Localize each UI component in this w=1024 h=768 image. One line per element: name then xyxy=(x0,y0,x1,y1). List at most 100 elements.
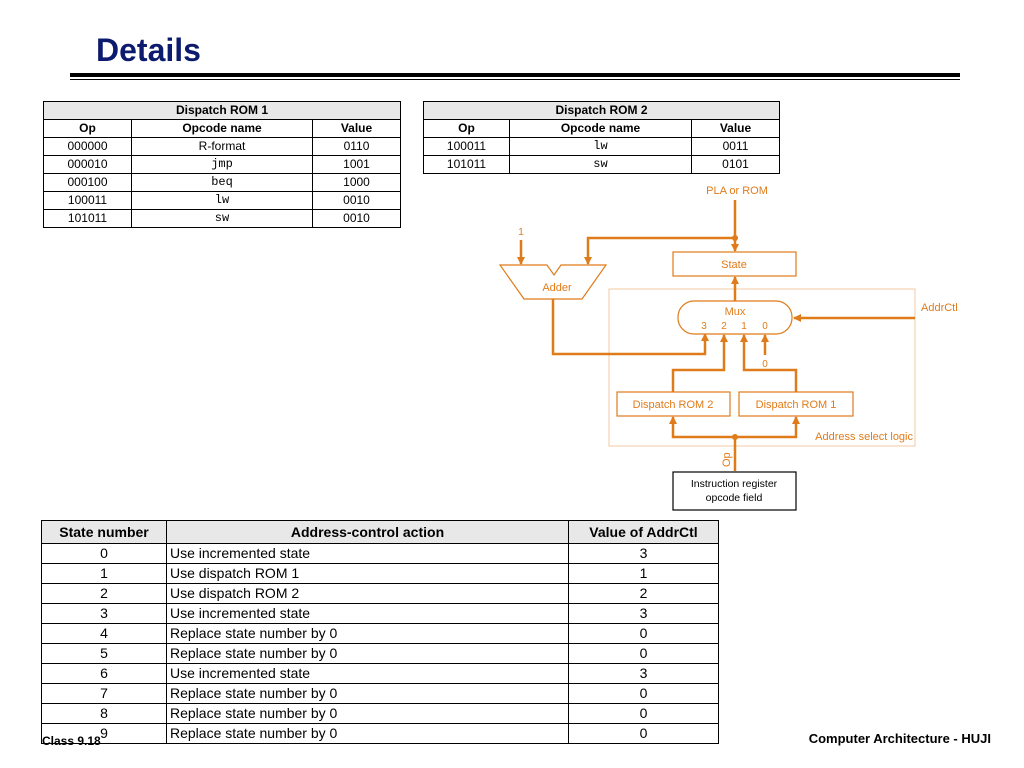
op-label: Op xyxy=(721,452,733,467)
addrctl-value-cell: 0 xyxy=(568,643,719,664)
table-row: 101011 sw 0010 xyxy=(43,209,402,228)
state-number-cell: 0 xyxy=(41,543,167,564)
addrctl-value-cell: 0 xyxy=(568,703,719,724)
pla-rom-label: PLA or ROM xyxy=(706,185,768,197)
dispatch-rom-2-label: Dispatch ROM 2 xyxy=(633,399,714,411)
action-cell: Use dispatch ROM 2 xyxy=(166,583,569,604)
opcode-name-cell: sw xyxy=(131,209,313,228)
ir-label-line2: opcode field xyxy=(706,492,763,504)
page-title: Details xyxy=(96,32,201,68)
slide-number: Class 9.18 xyxy=(42,734,101,748)
column-header: Value xyxy=(690,119,781,138)
addrctl-value-cell: 3 xyxy=(568,663,719,684)
state-number-cell: 9 xyxy=(41,723,167,744)
state-number-cell: 3 xyxy=(41,603,167,624)
address-select-logic-box xyxy=(608,288,916,447)
rom2-to-mux-wire xyxy=(671,334,728,392)
op-to-rom2-wire xyxy=(669,416,735,439)
addrctl-value-cell: 2 xyxy=(568,583,719,604)
addrctl-value-cell: 3 xyxy=(568,543,719,564)
value-cell: 1000 xyxy=(311,173,402,192)
dispatch-rom-1-label: Dispatch ROM 1 xyxy=(756,399,837,411)
state-number-cell: 6 xyxy=(41,663,167,684)
op-cell: 100011 xyxy=(423,137,510,156)
adder-label: Adder xyxy=(542,282,572,294)
mux-input-1: 1 xyxy=(741,321,747,332)
table-row: 101011 sw 0101 xyxy=(423,155,781,174)
title-rule-thin xyxy=(70,79,960,80)
constant-one-label: 1 xyxy=(518,227,524,238)
mux-label: Mux xyxy=(725,306,746,318)
op-cell: 000100 xyxy=(43,173,132,192)
table-row: 000000 R-format 0110 xyxy=(43,137,402,156)
table-caption: Dispatch ROM 2 xyxy=(422,101,781,120)
state-number-cell: 1 xyxy=(41,563,167,584)
value-cell: 1001 xyxy=(311,155,402,174)
op-cell: 000010 xyxy=(43,155,132,174)
addrctl-value-cell: 0 xyxy=(568,683,719,704)
state-label: State xyxy=(721,259,747,271)
value-cell: 0010 xyxy=(311,209,402,228)
opcode-name-cell: R-format xyxy=(131,137,313,156)
ir-label-line1: Instruction register xyxy=(691,478,778,490)
state-number-cell: 2 xyxy=(41,583,167,604)
op-cell: 101011 xyxy=(43,209,132,228)
state-to-adder-wire xyxy=(584,236,735,265)
action-cell: Replace state number by 0 xyxy=(166,643,569,664)
column-header: Opcode name xyxy=(131,119,313,138)
column-header: Value of AddrCtl xyxy=(568,520,719,544)
state-number-cell: 4 xyxy=(41,623,167,644)
addrctl-value-cell: 0 xyxy=(568,723,719,744)
state-number-cell: 7 xyxy=(41,683,167,704)
mux-input-3: 3 xyxy=(701,321,707,332)
column-header: State number xyxy=(41,520,167,544)
action-cell: Replace state number by 0 xyxy=(166,723,569,744)
zero-constant-label: 0 xyxy=(762,359,768,370)
value-cell: 0101 xyxy=(690,155,781,174)
action-cell: Replace state number by 0 xyxy=(166,683,569,704)
column-header: Value xyxy=(311,119,402,138)
table-row: 100011 lw 0010 xyxy=(43,191,402,210)
addrctl-label: AddrCtl xyxy=(921,302,958,314)
dispatch-rom-1-table: Dispatch ROM 1 Op Opcode name Value 0000… xyxy=(42,101,402,228)
table-row: 000010 jmp 1001 xyxy=(43,155,402,174)
action-cell: Use dispatch ROM 1 xyxy=(166,563,569,584)
table-row: 000100 beq 1000 xyxy=(43,173,402,192)
table-row: 100011 lw 0011 xyxy=(423,137,781,156)
course-title: Computer Architecture - HUJI xyxy=(808,731,991,746)
address-select-label: Address select logic xyxy=(815,431,913,443)
title-rule xyxy=(70,73,960,77)
state-register-box xyxy=(672,251,797,277)
column-header: Opcode name xyxy=(509,119,692,138)
adder-to-mux-wire xyxy=(551,299,709,356)
instruction-register-box xyxy=(672,471,797,511)
state-number-cell: 8 xyxy=(41,703,167,724)
junction-dot xyxy=(732,235,738,241)
mux-input-2: 2 xyxy=(721,321,727,332)
action-cell: Replace state number by 0 xyxy=(166,703,569,724)
action-cell: Use incremented state xyxy=(166,603,569,624)
dispatch-rom-1-box xyxy=(738,391,854,417)
op-cell: 101011 xyxy=(423,155,510,174)
adder-shape xyxy=(498,264,608,300)
action-cell: Use incremented state xyxy=(166,663,569,684)
op-to-rom1-wire xyxy=(735,416,800,439)
action-cell: Use incremented state xyxy=(166,543,569,564)
addrctl-value-cell: 3 xyxy=(568,603,719,624)
column-header: Op xyxy=(423,119,510,138)
action-cell: Replace state number by 0 xyxy=(166,623,569,644)
op-cell: 000000 xyxy=(43,137,132,156)
opcode-name-cell: beq xyxy=(131,173,313,192)
junction-dot xyxy=(732,434,738,440)
